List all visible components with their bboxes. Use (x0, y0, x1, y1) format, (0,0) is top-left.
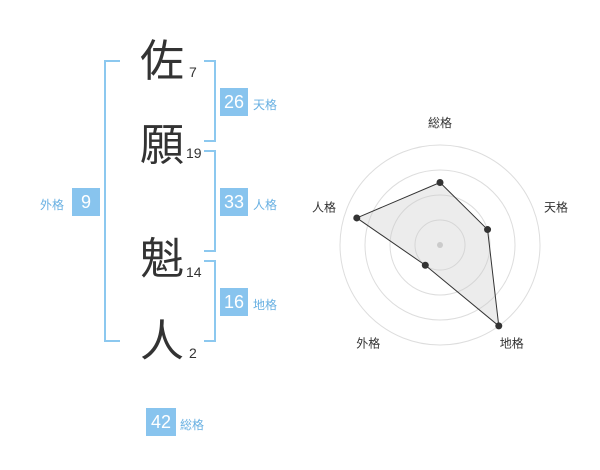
radar-point-4 (353, 214, 361, 222)
stroke-count-3: 14 (186, 264, 202, 280)
radar-ring-3 (364, 169, 516, 321)
radar-axis-label-1: 天格 (544, 199, 568, 214)
name-char-2: 願 (140, 120, 184, 171)
name-char-1: 佐 (140, 36, 184, 87)
radar-axis-label-4: 人格 (312, 199, 336, 214)
name-char-3: 魁 (140, 234, 184, 285)
gaikaku-label: 外格 (40, 198, 65, 212)
gaikaku-badge: 9 (72, 188, 100, 216)
radar-axis-label-0: 総格 (428, 115, 452, 130)
radar-point-2 (495, 322, 503, 330)
radar-axis-label-2: 地格 (500, 336, 524, 351)
stroke-count-1: 7 (189, 64, 197, 80)
radar-ring-1 (414, 219, 466, 271)
name-char-4: 人 (140, 316, 184, 367)
tenkaku-bracket (204, 60, 216, 142)
radar-point-3 (421, 261, 429, 269)
radar-center (437, 242, 443, 248)
soukaku-label: 総格 (180, 418, 205, 432)
stroke-count-4: 2 (189, 345, 197, 361)
soukaku-badge: 42 (146, 408, 176, 436)
jinkaku-label: 人格 (253, 198, 278, 212)
jinkaku-badge: 33 (220, 188, 248, 216)
jinkaku-bracket (204, 150, 216, 252)
tenkaku-badge: 26 (220, 88, 248, 116)
radar-axis-label-3: 外格 (356, 336, 380, 351)
radar-ring-2 (389, 194, 491, 296)
stroke-count-2: 19 (186, 145, 202, 161)
tenkaku-label: 天格 (253, 98, 278, 112)
chikaku-badge: 16 (220, 288, 248, 316)
radar-point-0 (436, 179, 444, 186)
chikaku-label: 地格 (253, 298, 278, 312)
chikaku-bracket (204, 260, 216, 342)
radar-series-area (355, 181, 500, 328)
radar-point-1 (484, 226, 492, 234)
radar-ring-4 (339, 144, 541, 346)
gaikaku-bracket (104, 60, 120, 342)
